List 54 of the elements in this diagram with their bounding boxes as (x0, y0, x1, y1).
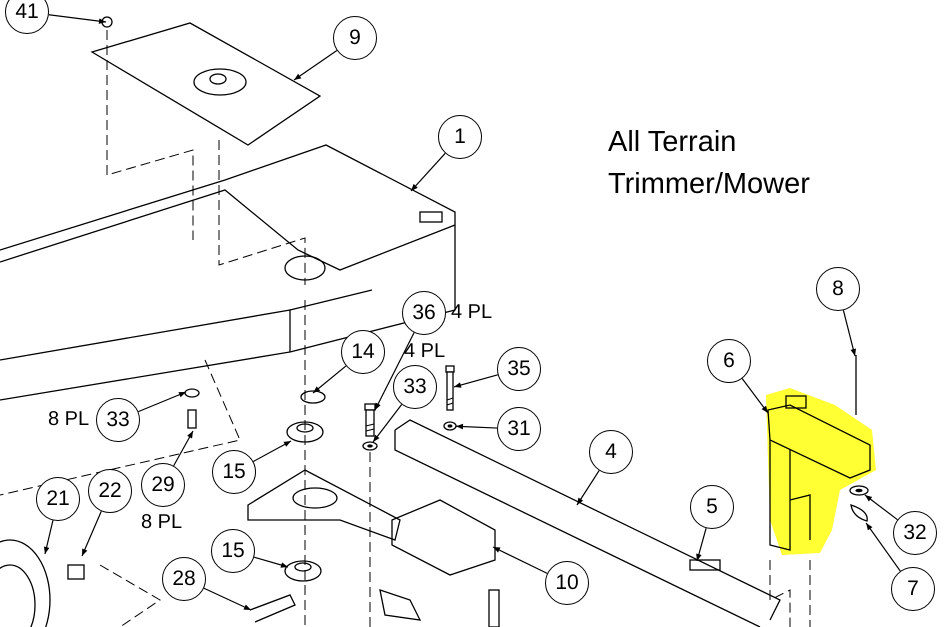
callout-number: 6 (707, 339, 751, 383)
title: All Terrain Trimmer/Mower (608, 125, 811, 202)
callout-number: 22 (88, 469, 132, 513)
leader-line (48, 14, 106, 24)
callout-number: 15 (212, 450, 256, 494)
leader-line (410, 152, 446, 192)
leader-line (253, 440, 292, 462)
callout-number: 35 (497, 347, 541, 391)
leader-line (742, 378, 768, 414)
clip-pin-drawing (850, 504, 868, 522)
callout-number: 33 (96, 398, 140, 442)
callout-number: 4 (589, 430, 633, 474)
callout-number: 28 (162, 557, 206, 601)
callout-number: 15 (211, 529, 255, 573)
callout-number: 29 (141, 463, 185, 507)
washer-drawing (443, 421, 457, 431)
callout-number: 1 (438, 115, 482, 159)
leader-line (866, 522, 901, 572)
leader-line (204, 588, 252, 611)
callout-number: 7 (891, 567, 935, 611)
leader-line (254, 556, 288, 568)
leader-line (456, 424, 498, 430)
leader-line (864, 494, 898, 520)
callout-number: 14 (341, 330, 385, 374)
leader-line (81, 510, 102, 556)
leader-line (138, 391, 186, 412)
leader-line (312, 365, 346, 394)
callout-number: 21 (36, 477, 80, 521)
leader-line (374, 332, 415, 410)
callout-number: 36 (402, 291, 446, 335)
callout-number: 31 (497, 407, 541, 451)
leader-line (372, 404, 402, 442)
quantity-note: 8 PL (48, 407, 90, 431)
callout-number: 33 (393, 365, 437, 409)
quantity-note: 4 PL (404, 339, 446, 363)
leader-line (492, 546, 548, 574)
callout-number: 5 (690, 485, 734, 529)
callout-number: 10 (545, 561, 589, 605)
bolt-drawing (364, 403, 376, 437)
leader-line (842, 310, 856, 356)
quantity-note: 8 PL (141, 510, 182, 534)
leader-line (696, 528, 707, 562)
washer-drawing (362, 441, 378, 451)
leader-line (294, 50, 338, 80)
callout-number: 9 (333, 16, 377, 60)
leader-line (173, 430, 194, 466)
leader-line (576, 470, 600, 506)
leader-line (44, 520, 54, 554)
callout-number: 32 (893, 511, 937, 555)
callout-number: 8 (816, 267, 860, 311)
callout-number: 41 (5, 0, 49, 34)
bolt-drawing (445, 365, 455, 411)
washer-drawing (849, 485, 869, 496)
leader-line (454, 374, 498, 388)
